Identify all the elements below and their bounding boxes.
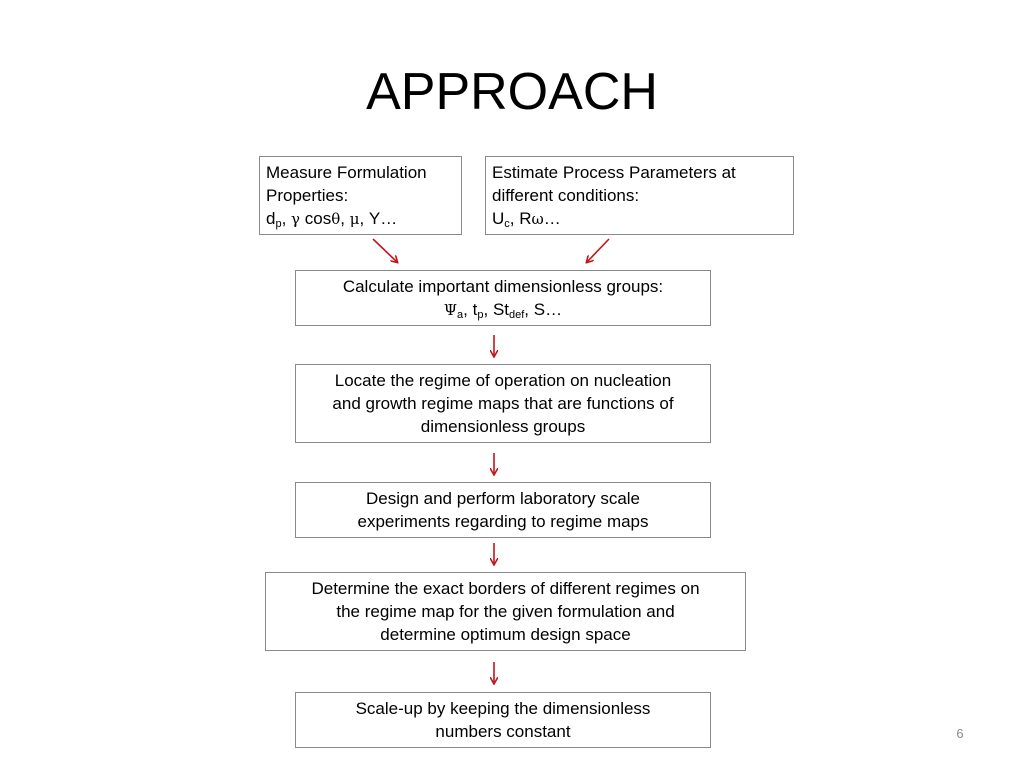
symbol-u-subscript: c [504, 218, 510, 230]
estimate-line-3: Uc, Rω… [492, 209, 561, 230]
design-line-1: Design and perform laboratory scale [365, 489, 641, 508]
page-number: 6 [956, 726, 964, 741]
symbol-d-subscript: p [275, 218, 282, 230]
symbol-r: R [519, 209, 532, 228]
measure-line-2: Properties: [266, 186, 349, 205]
estimate-line-1: Estimate Process Parameters at [492, 163, 736, 182]
symbol-ellipsis: … [543, 209, 561, 228]
design-experiments-box: Design and perform laboratory scale expe… [295, 482, 711, 538]
symbol-omega: ω [531, 210, 544, 228]
estimate-parameters-box: Estimate Process Parameters at different… [485, 156, 794, 235]
locate-regime-box: Locate the regime of operation on nuclea… [295, 364, 711, 443]
symbol-st: St [492, 300, 509, 319]
estimate-line-2: different conditions: [492, 186, 640, 205]
symbol-mu: μ [349, 210, 360, 228]
determine-line-2: the regime map for the given formulation… [336, 602, 675, 621]
arrow-estimate-to-calculate [587, 238, 610, 262]
scaleup-line-2: numbers constant [435, 722, 571, 741]
slide-title: APPROACH [366, 63, 658, 121]
determine-line-1: Determine the exact borders of different… [311, 579, 700, 598]
symbol-gamma: γ [291, 210, 301, 228]
symbol-cos: cos [304, 209, 332, 228]
symbol-t: t [472, 300, 478, 319]
measure-properties-box: Measure Formulation Properties: dp, γ co… [259, 156, 462, 235]
locate-line-3: dimensionless groups [420, 417, 586, 436]
locate-line-2: and growth regime maps that are function… [332, 394, 674, 413]
determine-borders-box: Determine the exact borders of different… [265, 572, 746, 651]
symbol-psi-subscript: a [457, 309, 464, 321]
calculate-line-1: Calculate important dimensionless groups… [342, 277, 664, 296]
symbol-d: d [266, 209, 276, 228]
scaleup-line-1: Scale-up by keeping the dimensionless [355, 699, 651, 718]
determine-line-3: determine optimum design space [380, 625, 631, 644]
scaleup-box: Scale-up by keeping the dimensionless nu… [295, 692, 711, 748]
symbol-s: S… [533, 300, 563, 319]
symbol-st-subscript: def [509, 309, 525, 321]
calculate-groups-box: Calculate important dimensionless groups… [295, 270, 711, 326]
design-line-2: experiments regarding to regime maps [357, 512, 649, 531]
symbol-y: Y… [368, 209, 398, 228]
measure-line-3: dp, γ cosθ, μ, Y… [266, 209, 398, 230]
symbol-t-subscript: p [477, 309, 484, 321]
locate-line-1: Locate the regime of operation on nuclea… [334, 371, 672, 390]
symbol-u: U [492, 209, 505, 228]
arrow-measure-to-calculate [372, 238, 397, 262]
symbol-theta: θ [331, 210, 341, 228]
calculate-line-2: Ψa, tp, Stdef, S… [443, 300, 563, 321]
measure-line-1: Measure Formulation [266, 163, 427, 182]
symbol-psi: Ψ [443, 301, 458, 319]
